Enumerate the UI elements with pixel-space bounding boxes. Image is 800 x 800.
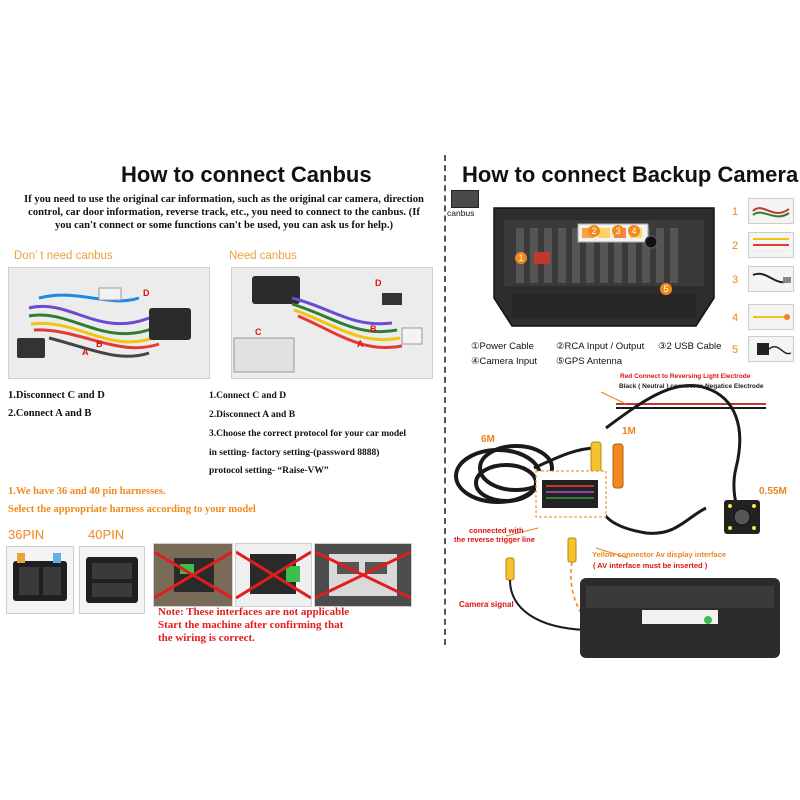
no-canbus-label: Don’ t need canbus — [14, 250, 113, 262]
camera-wiring-diagram — [454, 383, 780, 658]
canbus-intro: If you need to use the original car info… — [24, 194, 424, 231]
harness-wires-illustration — [17, 287, 191, 358]
port-marker-1: 1 — [515, 252, 527, 264]
harness-note-2: Select the appropriate harness according… — [8, 504, 256, 515]
interface-1-illustration — [154, 550, 232, 600]
legend-rca: ②RCA Input / Output — [556, 341, 645, 352]
no-canbus-step-2: 2.Connect A and B — [8, 408, 92, 419]
side-num-3: 3 — [732, 274, 739, 286]
pin36-connector-photo — [6, 546, 74, 614]
label-b-right: B — [370, 324, 377, 334]
pin40-connector-illustration — [86, 557, 138, 603]
usb-cable-icon — [752, 272, 791, 284]
port-marker-4: 4 — [628, 225, 640, 237]
pin36-label: 36PIN — [8, 527, 45, 542]
side-num-1: 1 — [732, 206, 739, 218]
interface-photo-1 — [153, 543, 233, 607]
head-unit-illustration — [493, 207, 715, 327]
canbus-tag: canbus — [447, 208, 475, 218]
need-canbus-step-1: 1.Connect C and D — [209, 391, 287, 401]
gps-antenna-thumb — [748, 336, 794, 362]
need-canbus-step-2: 2.Disconnect A and B — [209, 410, 296, 420]
port-marker-3: 3 — [612, 225, 624, 237]
interface-photo-2 — [235, 543, 312, 607]
legend-gps: ⑤GPS Antenna — [556, 356, 623, 367]
yellow-connector-note: Yellow connector Av display interface — [592, 550, 727, 559]
need-canbus-step-3c: protocol setting- “Raise-VW” — [209, 466, 329, 476]
red-wire-note: Red Connect to Reversing Light Electrode — [620, 373, 751, 380]
side-num-2: 2 — [732, 240, 739, 252]
panel-divider — [444, 155, 446, 645]
warning-line-1: Note: These interfaces are not applicabl… — [158, 606, 350, 618]
port-marker-2: 2 — [588, 225, 600, 237]
label-d-left: D — [143, 288, 150, 298]
label-a-left: A — [82, 347, 89, 357]
gps-antenna-icon — [757, 343, 792, 355]
interface-photo-3 — [314, 543, 412, 607]
label-d-right: D — [375, 278, 382, 288]
legend-usb: ③2 USB Cable — [658, 341, 722, 352]
cable-length-055m: 0.55M — [759, 486, 787, 497]
need-canbus-step-3: 3.Choose the correct protocol for your c… — [209, 429, 406, 439]
side-num-4: 4 — [732, 312, 739, 324]
camera-input-thumb — [748, 304, 794, 330]
port-marker-5: 5 — [660, 283, 672, 295]
harness-note-1: 1.We have 36 and 40 pin harnesses. — [8, 486, 166, 497]
interface-3-illustration — [315, 550, 411, 600]
pin40-connector-photo — [79, 546, 145, 614]
camera-title: How to connect Backup Camera — [462, 162, 799, 187]
canbus-module-icon — [451, 190, 479, 208]
power-cable-thumb — [748, 198, 794, 224]
label-a-right: A — [357, 339, 364, 349]
legend-camera: ④Camera Input — [471, 356, 538, 367]
camera-input-icon — [753, 314, 790, 320]
head-unit-rear — [486, 198, 722, 330]
no-canbus-harness-photo — [8, 267, 210, 379]
av-interface-note: ( AV interface must be inserted ) — [593, 561, 708, 570]
pin40-label: 40PIN — [88, 527, 125, 542]
canbus-harness-illustration — [233, 276, 423, 373]
need-canbus-step-3b: in setting- factory setting-(password 88… — [209, 448, 380, 458]
rca-cable-icon — [753, 238, 789, 252]
warning-line-3: the wiring is correct. — [158, 632, 255, 644]
black-wire-note: Black ( Neutral ) connect to Negatice El… — [619, 383, 764, 390]
rca-cable-thumb — [748, 232, 794, 258]
pin36-connector-illustration — [13, 553, 67, 601]
interface-2-illustration — [236, 550, 311, 600]
label-b-left: B — [96, 339, 103, 349]
need-canbus-harness-photo — [231, 267, 433, 379]
warning-line-2: Start the machine after confirming that — [158, 619, 344, 631]
canbus-title: How to connect Canbus — [121, 162, 372, 187]
camera-signal-label: Camera signal — [459, 600, 514, 609]
reverse-note-2: the reverse trigger line — [454, 535, 535, 544]
power-cable-icon — [752, 207, 790, 218]
need-canbus-label: Need canbus — [229, 250, 297, 262]
cable-length-1m: 1M — [622, 426, 636, 437]
reverse-note-1: connected with — [469, 526, 524, 535]
label-c-right: C — [255, 327, 262, 337]
side-num-5: 5 — [732, 344, 739, 356]
no-canbus-step-1: 1.Disconnect C and D — [8, 390, 105, 401]
cable-length-6m: 6M — [481, 434, 495, 445]
legend-power: ①Power Cable — [471, 341, 534, 352]
usb-cable-thumb — [748, 266, 794, 292]
